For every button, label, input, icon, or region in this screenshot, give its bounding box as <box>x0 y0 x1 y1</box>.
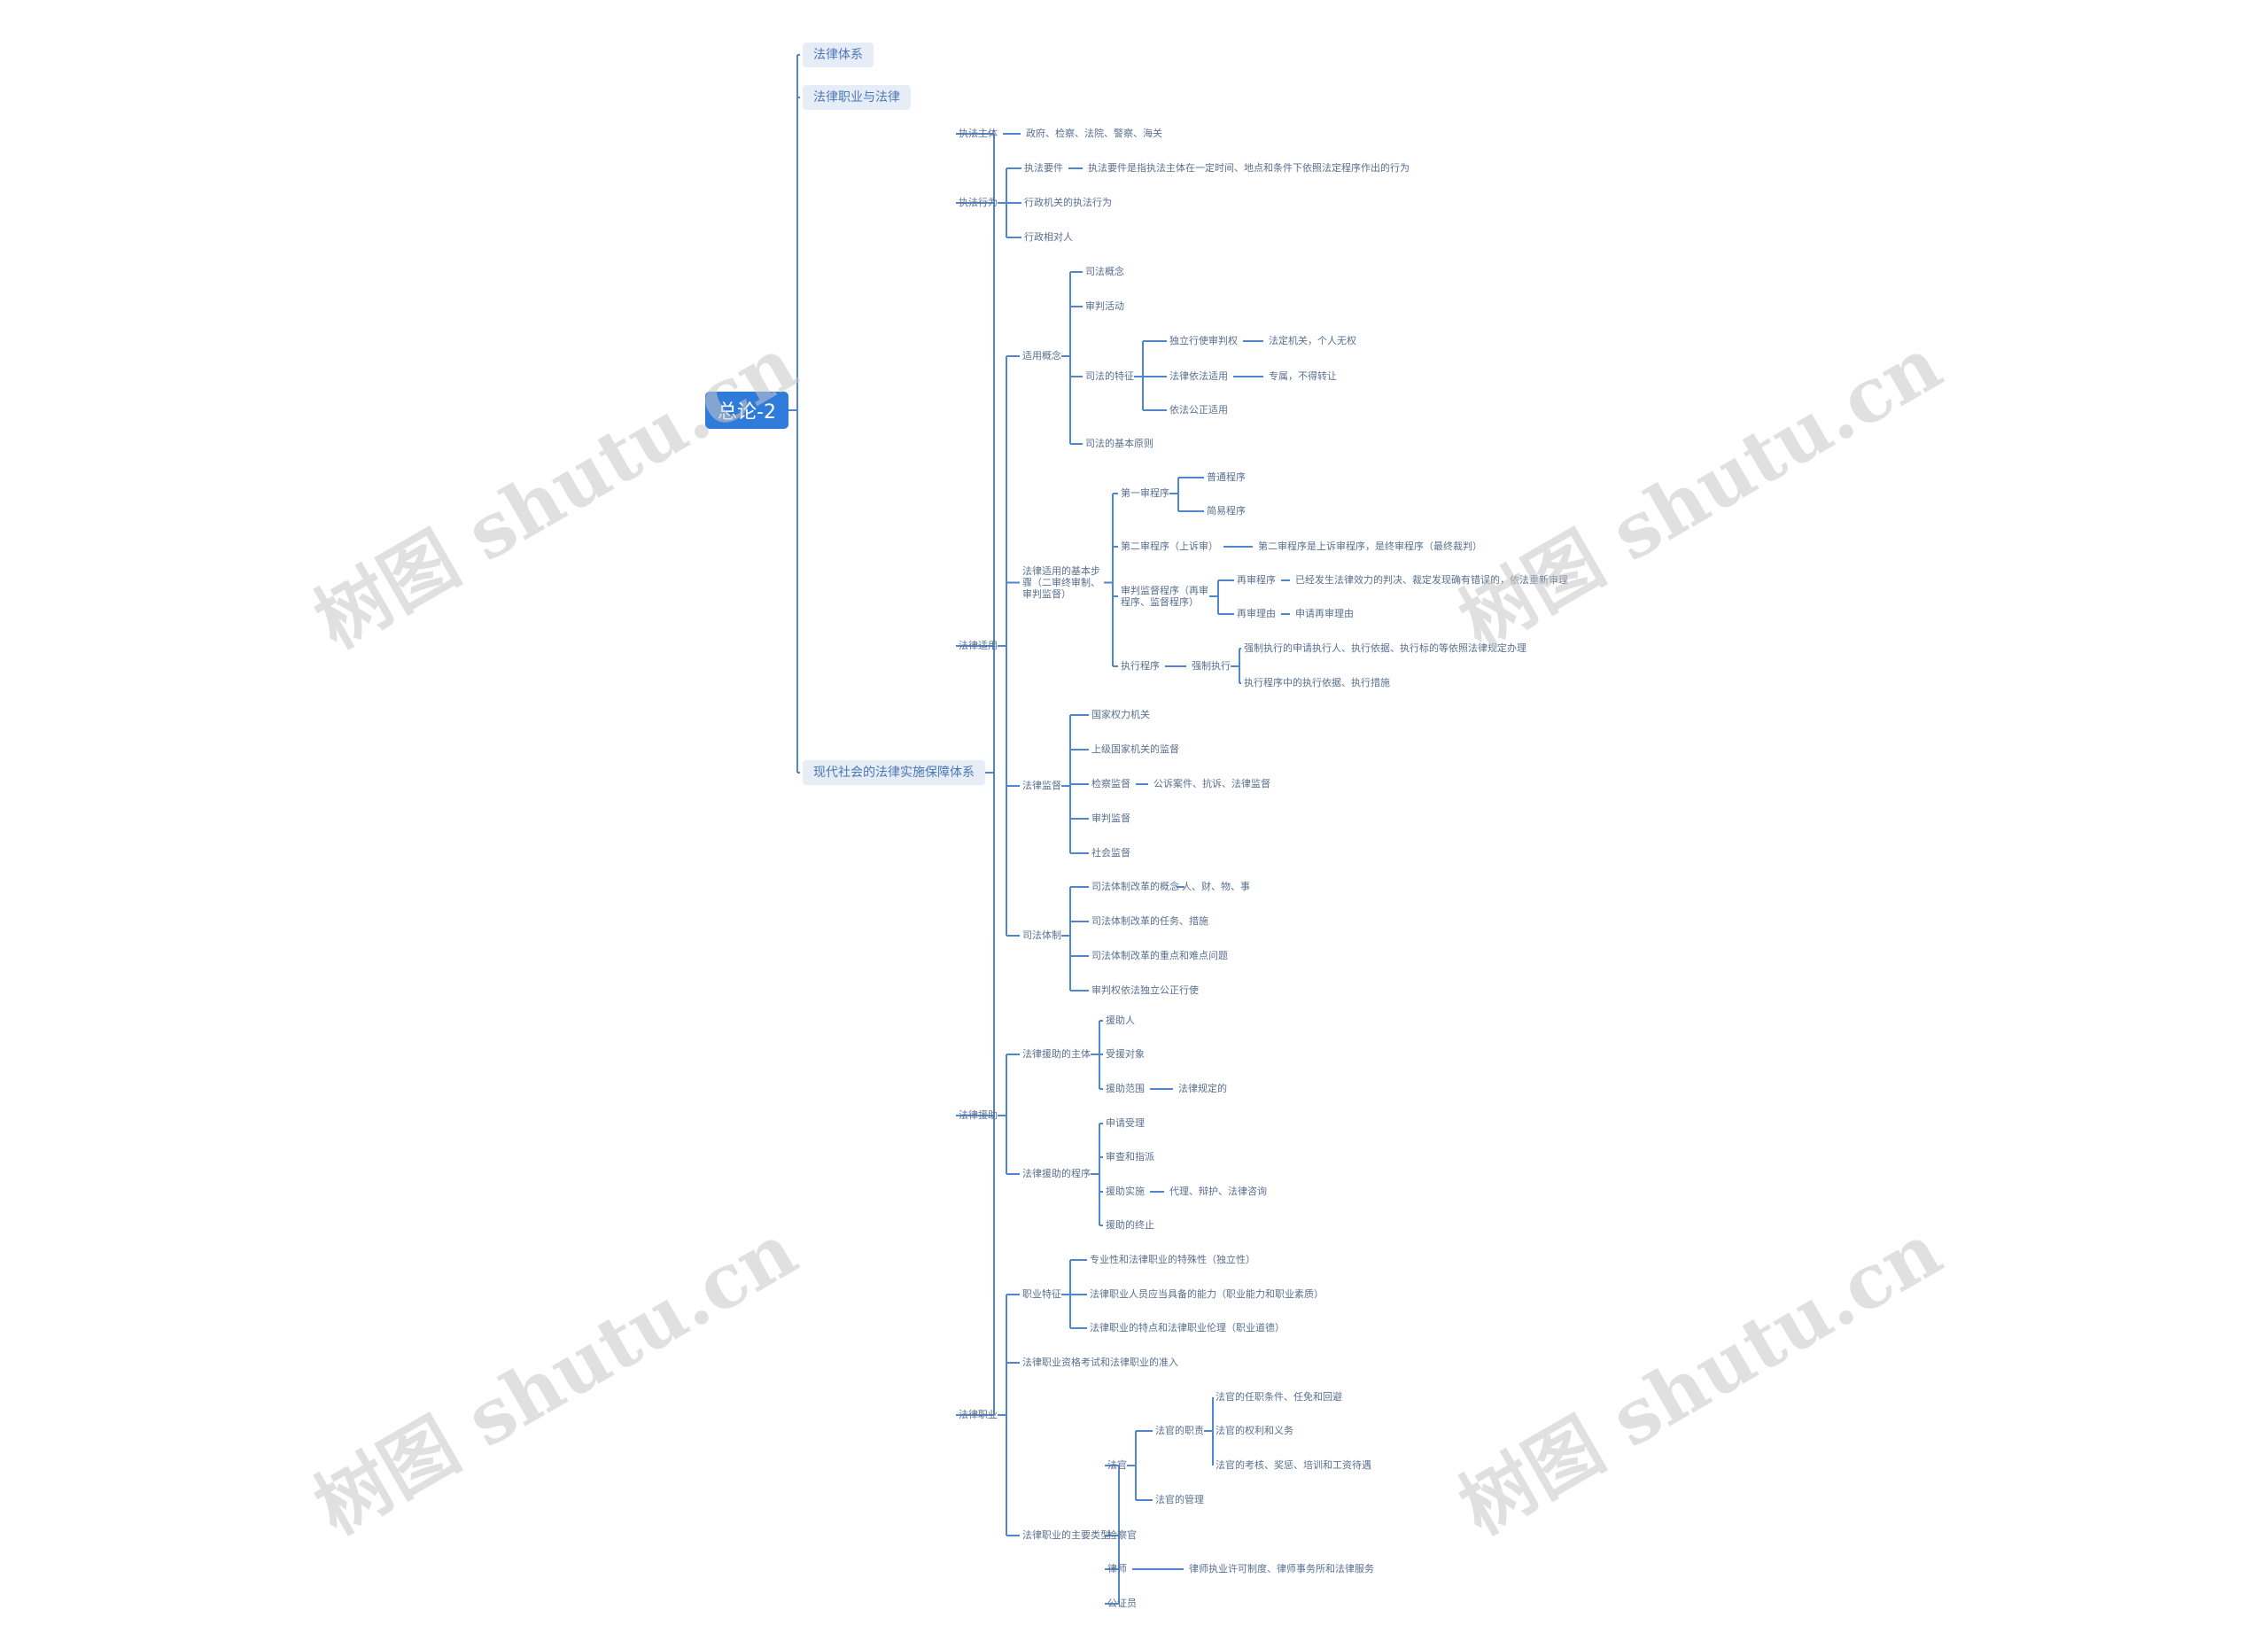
mindmap-node-b131v[interactable]: 法定机关，个人无权 <box>1269 335 1356 346</box>
mindmap-node-b13[interactable]: 司法的特征 <box>1085 370 1134 382</box>
mindmap-node-a2b[interactable]: 行政机关的执法行为 <box>1024 197 1112 208</box>
mindmap-node-b4[interactable]: 司法体制 <box>1022 929 1061 941</box>
mindmap-node-c1[interactable]: 法律援助的主体 <box>1022 1048 1091 1060</box>
mindmap-node-a1[interactable]: 执法主体 <box>959 128 998 139</box>
mindmap-node-d311[interactable]: 法官的职责 <box>1155 1425 1204 1436</box>
mindmap-node-b33[interactable]: 检察监督 <box>1091 778 1130 789</box>
mindmap-node-d[interactable]: 法律职业 <box>959 1409 998 1420</box>
mindmap-node-d32[interactable]: 检察官 <box>1107 1529 1137 1541</box>
mindmap-node-c2[interactable]: 法律援助的程序 <box>1022 1168 1091 1179</box>
mindmap-node-b241[interactable]: 强制执行的申请执行人、执行依据、执行标的等依照法律规定办理 <box>1244 642 1526 654</box>
mindmap-node-b34[interactable]: 审判监督 <box>1091 813 1130 824</box>
mindmap-node-b242[interactable]: 执行程序中的执行依据、执行措施 <box>1244 677 1390 688</box>
root-node[interactable]: 总论-2 <box>705 392 788 429</box>
branch-legal-profession[interactable]: 法律职业与法律 <box>803 85 911 110</box>
mindmap-node-b231[interactable]: 再审程序 <box>1237 574 1276 586</box>
mindmap-node-c22[interactable]: 审查和指派 <box>1106 1151 1154 1163</box>
mindmap-node-d312[interactable]: 法官的管理 <box>1155 1494 1204 1505</box>
mindmap-node-b41[interactable]: 司法体制改革的概念 <box>1091 881 1179 892</box>
mindmap-node-b3[interactable]: 法律监督 <box>1022 780 1061 791</box>
mindmap-node-a2a[interactable]: 执法要件 <box>1024 162 1063 174</box>
mindmap-node-d11[interactable]: 专业性和法律职业的特殊性（独立性） <box>1090 1254 1255 1265</box>
mindmap-node-b131[interactable]: 独立行使审判权 <box>1169 335 1238 346</box>
mindmap-node-b24v[interactable]: 强制执行 <box>1192 660 1231 672</box>
mindmap-node-c13[interactable]: 援助范围 <box>1106 1083 1145 1094</box>
mindmap-node-a2c[interactable]: 行政相对人 <box>1024 231 1073 243</box>
mindmap-node-b32[interactable]: 上级国家机关的监督 <box>1091 743 1179 755</box>
mindmap-node-b24[interactable]: 执行程序 <box>1121 660 1160 672</box>
branch-legal-enforcement[interactable]: 现代社会的法律实施保障体系 <box>803 760 985 785</box>
mindmap-node-b11[interactable]: 司法概念 <box>1085 266 1124 277</box>
mindmap-node-b231v[interactable]: 已经发生法律效力的判决、裁定发现确有错误的，依法重新审理 <box>1295 574 1568 586</box>
mindmap-node-b42[interactable]: 司法体制改革的任务、措施 <box>1091 915 1208 927</box>
mindmap-node-b44[interactable]: 审判权依法独立公正行使 <box>1091 984 1199 996</box>
mindmap-node-a2av[interactable]: 执法要件是指执法主体在一定时间、地点和条件下依照法定程序作出的行为 <box>1088 162 1410 174</box>
mindmap-node-d3[interactable]: 法律职业的主要类型 <box>1022 1529 1110 1541</box>
mindmap-node-b14[interactable]: 司法的基本原则 <box>1085 438 1153 449</box>
mindmap-node-d33v[interactable]: 律师执业许可制度、律师事务所和法律服务 <box>1189 1563 1374 1575</box>
mindmap-node-d3111[interactable]: 法官的任职条件、任免和回避 <box>1216 1391 1342 1403</box>
mindmap-node-b12[interactable]: 审判活动 <box>1085 300 1124 312</box>
mindmap-node-b21[interactable]: 第一审程序 <box>1121 487 1169 499</box>
mindmap-node-c21[interactable]: 申请受理 <box>1106 1117 1145 1129</box>
mindmap-node-c[interactable]: 法律援助 <box>959 1109 998 1121</box>
mindmap-node-c24[interactable]: 援助的终止 <box>1106 1219 1154 1231</box>
mindmap-node-d3113[interactable]: 法官的考核、奖惩、培训和工资待遇 <box>1216 1459 1371 1471</box>
mindmap-node-b211[interactable]: 普通程序 <box>1207 471 1246 483</box>
mindmap-node-d33[interactable]: 律师 <box>1107 1563 1127 1575</box>
mindmap-node-b41v[interactable]: 人、财、物、事 <box>1182 881 1250 892</box>
mindmap-node-b232[interactable]: 再审理由 <box>1237 608 1276 619</box>
mindmap-node-d1[interactable]: 职业特征 <box>1022 1288 1061 1300</box>
mindmap-node-d31[interactable]: 法官 <box>1107 1459 1127 1471</box>
mindmap-node-b31[interactable]: 国家权力机关 <box>1091 709 1150 720</box>
mindmap-node-d13[interactable]: 法律职业的特点和法律职业伦理（职业道德） <box>1090 1322 1285 1334</box>
mindmap-node-b22[interactable]: 第二审程序（上诉审） <box>1121 540 1218 552</box>
mindmap-node-b2[interactable]: 法律适用的基本步骤（二审终审制、审判监督） <box>1022 565 1100 600</box>
mindmap-node-b132[interactable]: 法律依法适用 <box>1169 370 1228 382</box>
mindmap-node-c11[interactable]: 援助人 <box>1106 1015 1135 1026</box>
mindmap-node-b[interactable]: 法律适用 <box>959 640 998 651</box>
mindmap-node-c13v[interactable]: 法律规定的 <box>1178 1083 1227 1094</box>
mindmap-node-d34[interactable]: 公证员 <box>1107 1598 1137 1609</box>
mindmap-node-c23[interactable]: 援助实施 <box>1106 1186 1145 1197</box>
mindmap-node-b23[interactable]: 审判监督程序（再审程序、监督程序） <box>1121 585 1208 608</box>
mindmap-node-b35[interactable]: 社会监督 <box>1091 847 1130 859</box>
mindmap-node-b232v[interactable]: 申请再审理由 <box>1295 608 1354 619</box>
mindmap-node-b212[interactable]: 简易程序 <box>1207 505 1246 517</box>
mindmap-node-b132v[interactable]: 专属，不得转让 <box>1269 370 1337 382</box>
mindmap-node-b33v[interactable]: 公诉案件、抗诉、法律监督 <box>1153 778 1270 789</box>
mindmap-node-c12[interactable]: 受援对象 <box>1106 1048 1145 1060</box>
mindmap-node-c23v[interactable]: 代理、辩护、法律咨询 <box>1169 1186 1267 1197</box>
mindmap-node-d12[interactable]: 法律职业人员应当具备的能力（职业能力和职业素质） <box>1090 1288 1324 1300</box>
mindmap-node-d2[interactable]: 法律职业资格考试和法律职业的准入 <box>1022 1357 1178 1368</box>
mindmap-node-b133[interactable]: 依法公正适用 <box>1169 404 1228 416</box>
mindmap-node-a2[interactable]: 执法行为 <box>959 197 998 208</box>
branch-legal-system[interactable]: 法律体系 <box>803 43 874 67</box>
mindmap-node-b22v[interactable]: 第二审程序是上诉审程序，是终审程序（最终裁判） <box>1258 540 1482 552</box>
mindmap-node-b1[interactable]: 适用概念 <box>1022 350 1061 362</box>
mindmap-node-a1v[interactable]: 政府、检察、法院、警察、海关 <box>1026 128 1162 139</box>
mindmap-node-b43[interactable]: 司法体制改革的重点和难点问题 <box>1091 950 1228 961</box>
mindmap-node-d3112[interactable]: 法官的权利和义务 <box>1216 1425 1293 1436</box>
